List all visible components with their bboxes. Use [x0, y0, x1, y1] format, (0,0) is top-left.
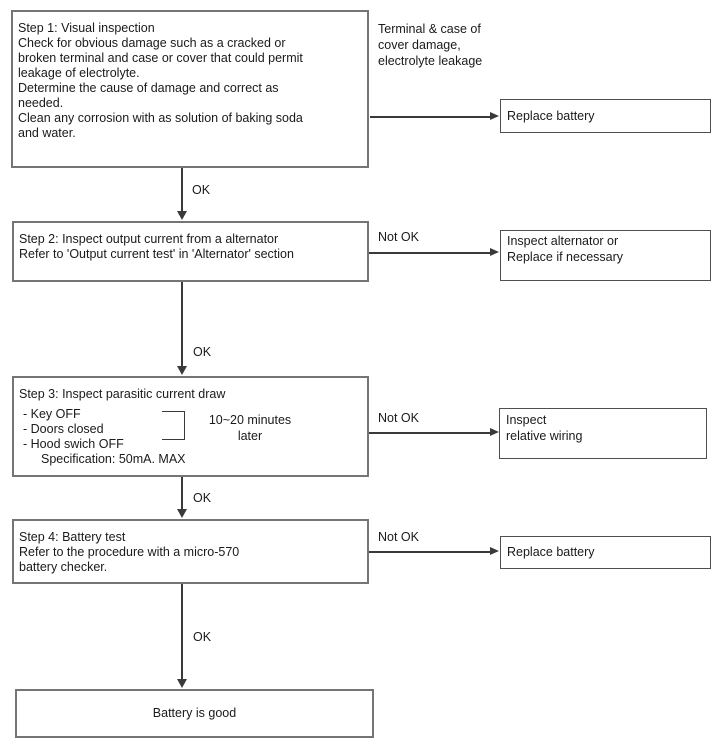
ok-label-3: OK [193, 491, 212, 505]
step3-title: Step 3: Inspect parasitic current draw [19, 387, 226, 401]
outcome-replace-battery-bottom-box: Replace battery [500, 536, 711, 569]
step3-box: Step 3: Inspect parasitic current draw -… [12, 376, 369, 477]
step3-items: - Key OFF - Doors closed - Hood swich OF… [23, 407, 124, 451]
arrow-line-step3-wiring [369, 432, 490, 434]
not-ok-label-1: Not OK [378, 230, 419, 244]
step4-text: Step 4: Battery test Refer to the proced… [19, 530, 240, 574]
ok-label-2: OK [193, 345, 212, 359]
step4-box: Step 4: Battery test Refer to the proced… [12, 519, 369, 584]
arrowhead-step3-step4 [177, 509, 187, 518]
arrow-line-step4-final [181, 584, 183, 681]
arrow-line-step2-alternator [369, 252, 490, 254]
ok-label-1: OK [192, 183, 211, 197]
side-note-damage: Terminal & case of cover damage, electro… [378, 22, 483, 68]
final-battery-good-box: Battery is good [15, 689, 374, 738]
outcome-inspect-wiring-box: Inspect relative wiring [499, 408, 707, 459]
arrowhead-step2-step3 [177, 366, 187, 375]
ok-label-4: OK [193, 630, 212, 644]
arrowhead-step4-final [177, 679, 187, 688]
final-battery-good-text: Battery is good [152, 706, 237, 720]
not-ok-label-2: Not OK [378, 411, 419, 425]
step3-spec: Specification: 50mA. MAX [41, 452, 186, 466]
arrowhead-step1-step2 [177, 211, 187, 220]
step3-timing-note: 10~20 minutes later [208, 413, 292, 443]
outcome-inspect-alternator-box: Inspect alternator or Replace if necessa… [500, 230, 711, 281]
arrowhead-step1-replace [490, 112, 499, 120]
step1-box: Step 1: Visual inspection Check for obvi… [11, 10, 369, 168]
arrow-line-step3-step4 [181, 477, 183, 510]
outcome-replace-battery-bottom-text: Replace battery [507, 545, 595, 559]
step2-box: Step 2: Inspect output current from a al… [12, 221, 369, 282]
outcome-replace-battery-top-box: Replace battery [500, 99, 711, 133]
arrow-line-step1-step2 [181, 168, 183, 212]
arrow-line-step4-replace [369, 551, 490, 553]
step3-grouping-bracket [162, 411, 185, 440]
arrow-line-step1-replace [370, 116, 490, 118]
arrowhead-step3-wiring [490, 428, 499, 436]
step1-text: Step 1: Visual inspection Check for obvi… [18, 21, 303, 140]
outcome-inspect-wiring-text: Inspect relative wiring [506, 413, 583, 443]
arrowhead-step2-alternator [490, 248, 499, 256]
outcome-inspect-alternator-text: Inspect alternator or Replace if necessa… [507, 234, 624, 264]
arrow-line-step2-step3 [181, 282, 183, 367]
outcome-replace-battery-top-text: Replace battery [507, 108, 595, 123]
arrowhead-step4-replace [490, 547, 499, 555]
step2-text: Step 2: Inspect output current from a al… [19, 232, 294, 261]
not-ok-label-3: Not OK [378, 530, 419, 544]
